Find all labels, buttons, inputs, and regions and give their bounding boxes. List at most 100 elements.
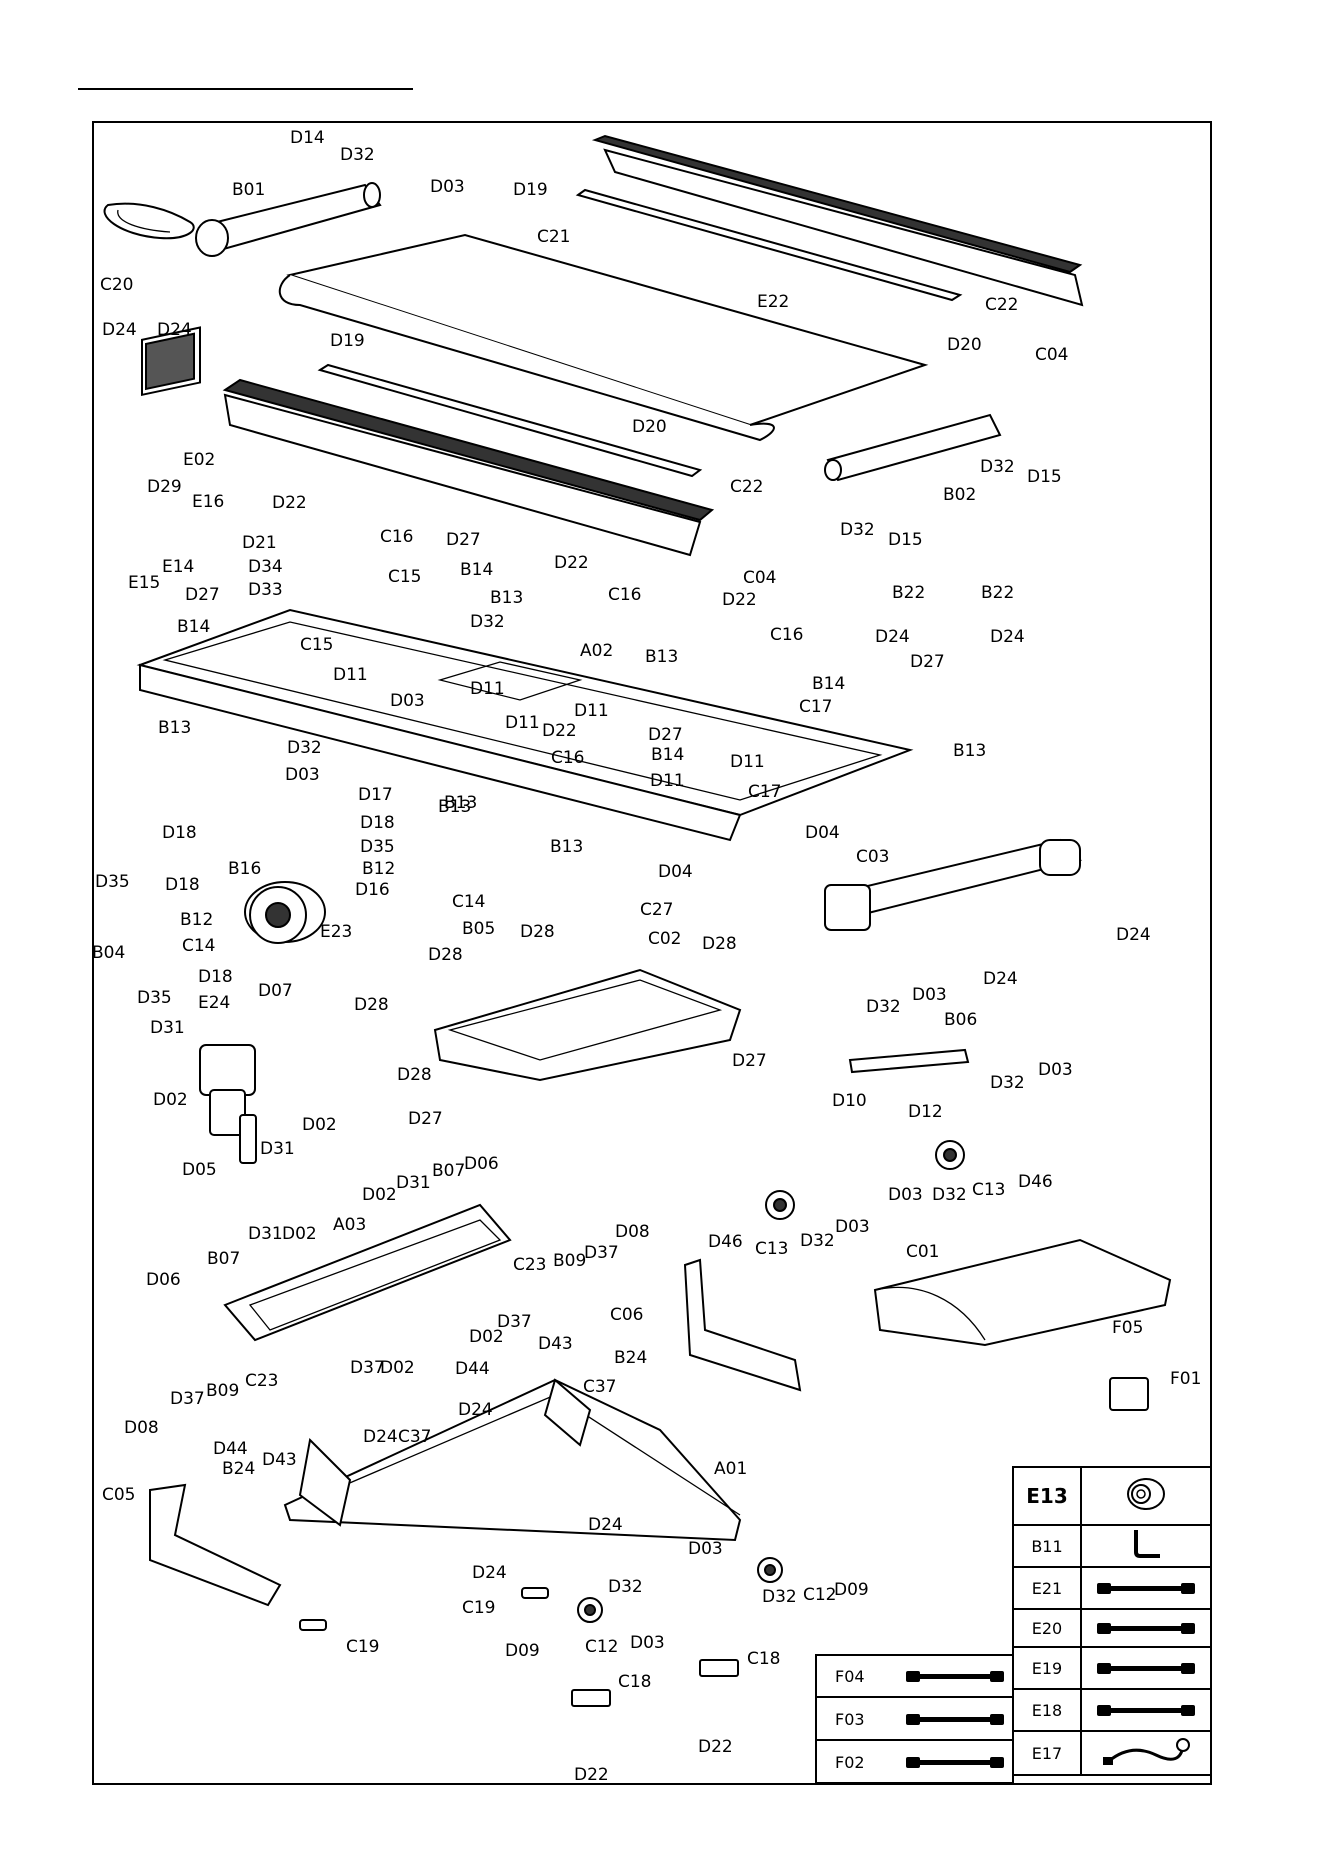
part-label-e22: E22 [757,292,789,312]
part-label-c22a: C22 [985,295,1019,315]
cable-icon [905,1670,1004,1682]
part-label-d22b: D22 [554,553,589,573]
part-label-c03: C03 [856,847,890,867]
legend-row: E18 [1014,1690,1210,1732]
part-label-d11f: D11 [650,771,685,791]
legend-icon-cell [1082,1732,1210,1774]
part-label-d44a: D44 [455,1359,490,1379]
cable-icon [1097,1582,1195,1594]
part-label-d34: D34 [248,557,283,577]
transport-block-left [571,1689,611,1707]
part-label-c05: C05 [102,1485,136,1505]
part-label-d35a: D35 [360,837,395,857]
part-label-d33: D33 [248,580,283,600]
part-label-d28c: D28 [702,934,737,954]
cable-icon [905,1756,1004,1768]
part-label-c20: C20 [100,275,134,295]
part-label-c16c: C16 [770,625,804,645]
part-label-d32i: D32 [800,1231,835,1251]
rear-roller [195,182,382,257]
part-label-c21: C21 [537,227,571,247]
legend-code: E21 [1014,1568,1082,1608]
part-label-c01: C01 [906,1242,940,1262]
part-label-d08b: D08 [124,1418,159,1438]
legend-icon-cell [1082,1648,1210,1688]
lift-frame [223,1203,512,1342]
upright-cover-left [149,1483,282,1607]
legend-row: F02 [817,1742,1014,1784]
part-label-d03b: D03 [390,691,425,711]
front-roller [824,413,1002,482]
part-label-c23a: C23 [513,1255,547,1275]
part-label-d28e: D28 [397,1065,432,1085]
part-label-b06: B06 [944,1010,977,1030]
part-label-d32d: D32 [470,612,505,632]
leveling-foot-right [521,1587,549,1599]
rear-wheel-left [577,1597,603,1623]
part-label-d32j: D32 [762,1587,797,1607]
part-label-d07: D07 [258,981,293,1001]
main-frame [136,608,914,842]
part-label-c13b: C13 [755,1239,789,1259]
part-label-d31c: D31 [396,1173,431,1193]
part-label-d19a: D19 [513,180,548,200]
part-label-b04: B04 [92,943,125,963]
transport-block-right [699,1659,739,1677]
part-label-d24j: D24 [472,1563,507,1583]
part-label-d03f: D03 [888,1185,923,1205]
part-label-d22a: D22 [272,493,307,513]
part-label-b01: B01 [232,180,265,200]
part-label-c23b: C23 [245,1371,279,1391]
part-label-c37b: C37 [398,1427,432,1447]
part-label-b14a: B14 [460,560,493,580]
part-label-d19b: D19 [330,331,365,351]
part-label-d04b: D04 [658,862,693,882]
part-label-b16: B16 [228,859,261,879]
motor [244,881,326,944]
slider-bar [848,1048,970,1074]
part-label-c12b: C12 [585,1637,619,1657]
upright-cover-right [683,1258,802,1392]
part-label-d27b: D27 [185,585,220,605]
legend-icon-cell [895,1656,1014,1696]
cable-icon [1097,1662,1195,1674]
part-label-d09a: D09 [834,1580,869,1600]
part-label-d18a: D18 [360,813,395,833]
part-label-d24a: D24 [102,320,137,340]
part-label-d24e: D24 [1116,925,1151,945]
legend-code: F03 [835,1709,865,1729]
legend-icon-cell [1082,1468,1210,1524]
part-label-b13e: B13 [550,837,583,857]
part-label-d24d: D24 [990,627,1025,647]
part-label-c16d: C16 [551,748,585,768]
part-label-d31d: D31 [248,1224,283,1244]
part-label-c27: C27 [640,900,674,920]
legend-code: F04 [835,1666,865,1686]
cable-icon [905,1713,1004,1725]
wheel-lower [765,1190,795,1220]
part-label-b14d: B14 [651,745,684,765]
part-label-c02: C02 [648,929,682,949]
part-label-b22a: B22 [892,583,925,603]
part-label-d44b: D44 [213,1439,248,1459]
part-label-d28a: D28 [520,922,555,942]
part-label-f05: F05 [1112,1318,1143,1338]
part-label-c37a: C37 [583,1377,617,1397]
part-label-c19a: C19 [462,1598,496,1618]
part-label-d37a: D37 [584,1243,619,1263]
part-label-e15: E15 [128,573,160,593]
part-label-c04b: C04 [743,568,777,588]
legend-code: E13 [1014,1468,1082,1524]
part-label-d22d: D22 [542,721,577,741]
part-label-d09b: D09 [505,1641,540,1661]
part-label-d12: D12 [908,1102,943,1122]
running-belt [278,233,929,442]
part-label-d27f: D27 [408,1109,443,1129]
part-label-d15b: D15 [888,530,923,550]
rear-wheel-right [757,1557,783,1583]
part-label-b13g: B13 [438,797,471,817]
part-label-d03a: D03 [430,177,465,197]
part-label-b13a: B13 [490,588,523,608]
